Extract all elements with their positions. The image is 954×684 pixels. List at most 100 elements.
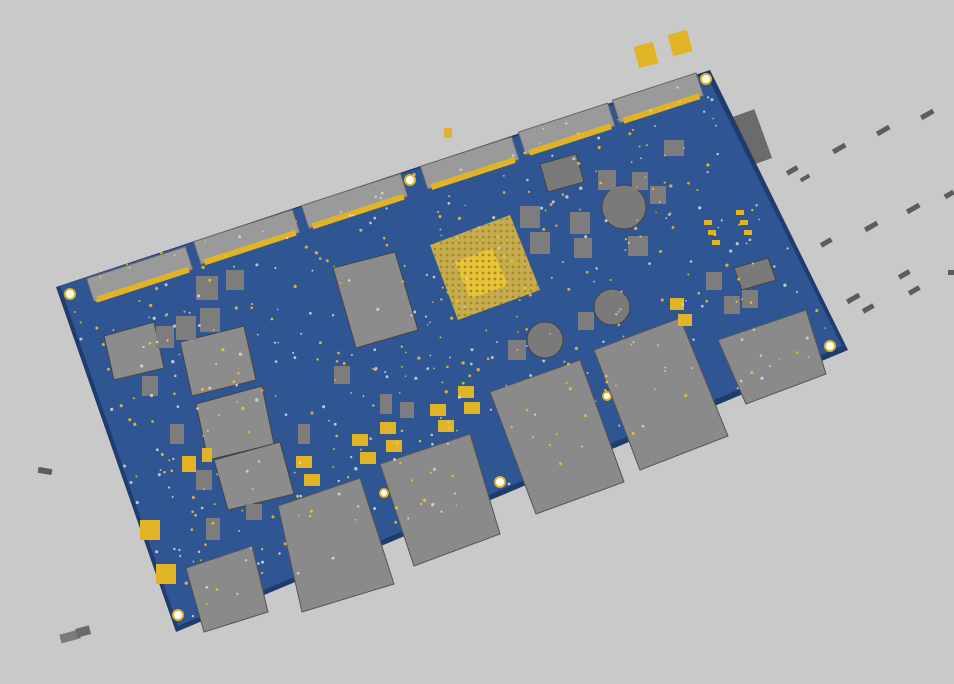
via: [749, 301, 753, 304]
via: [361, 210, 364, 213]
via: [595, 170, 597, 173]
via: [455, 429, 458, 432]
via: [369, 437, 373, 441]
via: [333, 448, 335, 451]
via: [448, 356, 451, 359]
via: [502, 254, 506, 259]
via: [455, 504, 458, 507]
via: [511, 154, 515, 157]
via: [440, 298, 443, 301]
gold-pad: [380, 422, 396, 434]
via: [555, 433, 558, 436]
via: [494, 261, 498, 265]
via: [551, 154, 554, 157]
ic-package: [593, 288, 631, 326]
via: [665, 217, 668, 220]
loose-gold-pad: [633, 41, 659, 69]
via: [373, 506, 377, 511]
via: [561, 193, 565, 196]
bottom-ports[interactable]: [185, 309, 827, 633]
loose-part: [831, 142, 847, 155]
via: [805, 336, 809, 340]
via: [451, 474, 454, 478]
mounting-hole: [404, 174, 416, 186]
via: [585, 270, 589, 274]
via: [393, 458, 396, 461]
via: [593, 280, 595, 283]
via: [641, 424, 645, 428]
via: [431, 503, 435, 507]
via: [337, 351, 340, 355]
via: [298, 514, 300, 516]
via: [485, 254, 488, 257]
via: [602, 340, 605, 344]
via: [128, 267, 131, 269]
via: [130, 288, 133, 291]
via: [411, 479, 414, 482]
via: [760, 376, 764, 380]
via: [200, 387, 205, 392]
via: [735, 300, 738, 303]
via: [142, 345, 145, 349]
via: [517, 331, 520, 333]
via: [604, 388, 607, 392]
via: [190, 528, 194, 531]
via: [373, 348, 377, 352]
via: [464, 277, 468, 280]
via: [457, 216, 462, 220]
gold-pad: [744, 230, 752, 235]
via: [635, 186, 638, 188]
via: [713, 233, 717, 237]
via: [394, 506, 398, 510]
via: [238, 352, 242, 356]
via: [715, 124, 717, 127]
via: [331, 314, 335, 317]
via: [385, 243, 389, 247]
ic-package: [526, 321, 564, 359]
via: [669, 212, 672, 215]
via: [331, 556, 335, 560]
via: [176, 405, 180, 408]
via: [410, 314, 413, 317]
via: [502, 191, 506, 194]
smd-part: [196, 470, 212, 490]
via: [498, 246, 501, 250]
bga-chip[interactable]: [430, 215, 540, 320]
via: [659, 250, 662, 253]
via: [706, 170, 709, 174]
smd-part: [650, 186, 666, 204]
ic-components[interactable]: [103, 153, 777, 511]
via: [173, 392, 176, 395]
via: [542, 227, 546, 231]
top-connectors[interactable]: [85, 72, 705, 303]
loose-connector: [729, 109, 773, 167]
via: [446, 290, 450, 294]
via: [257, 460, 261, 463]
via: [752, 328, 756, 331]
via: [160, 452, 164, 456]
via: [106, 367, 110, 371]
smd-part: [196, 276, 218, 300]
smd-part: [664, 140, 684, 156]
via: [619, 308, 622, 311]
via: [567, 287, 571, 291]
via: [725, 263, 729, 267]
smd-part: [706, 272, 722, 290]
via: [333, 422, 337, 426]
smd-part: [334, 366, 350, 384]
via: [309, 311, 312, 315]
via: [457, 395, 461, 399]
via: [235, 383, 239, 387]
via: [576, 132, 580, 136]
via: [333, 265, 336, 268]
via: [496, 341, 499, 343]
via: [132, 397, 135, 400]
via: [496, 234, 500, 239]
via: [461, 381, 465, 385]
ic-package: [179, 325, 257, 397]
via: [101, 342, 105, 347]
via: [739, 379, 743, 383]
via: [184, 581, 188, 585]
